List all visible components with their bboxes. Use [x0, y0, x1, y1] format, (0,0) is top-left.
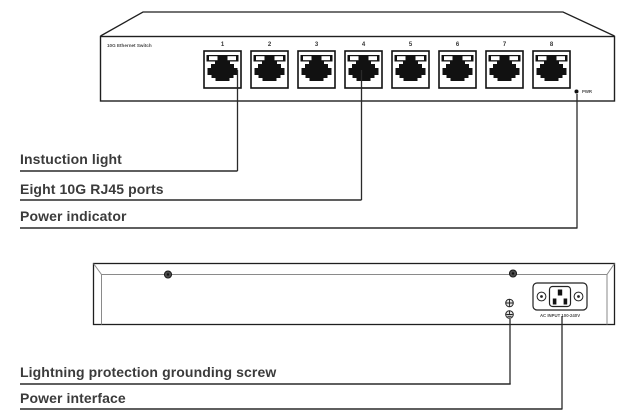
- port-number: 6: [455, 42, 460, 48]
- callout-rj45-ports: Eight 10G RJ45 ports: [20, 180, 164, 197]
- rj45-port: 4: [344, 41, 383, 89]
- callout-lines: [236, 70, 578, 409]
- grounding-screw-icon: [505, 298, 514, 319]
- rj45-port: 8: [532, 41, 571, 89]
- rj45-port: 1: [203, 41, 242, 89]
- rj45-port: 2: [250, 41, 289, 89]
- rj45-port: 7: [485, 41, 524, 89]
- port-number: 1: [220, 42, 225, 48]
- rj45-port-icon: [485, 50, 524, 89]
- rj45-port-icon: [532, 50, 571, 89]
- ac-input-label: AC INPUT 100-240V: [539, 312, 581, 318]
- power-inlet-icon: [532, 282, 588, 311]
- rj45-port-icon: [203, 50, 242, 89]
- callout-power-interface: Power interface: [20, 390, 126, 406]
- model-label: 10G Ethernet Switch: [107, 43, 152, 48]
- callout-power-indicator: Power indicator: [20, 207, 127, 224]
- rj45-port-icon: [391, 50, 430, 89]
- pwr-label: PWR: [582, 88, 593, 94]
- port-number: 7: [502, 42, 507, 48]
- rj45-port: 6: [438, 41, 477, 89]
- screw-icon: [508, 269, 518, 278]
- rj45-port-icon: [438, 50, 477, 89]
- rj45-port: 3: [297, 41, 336, 89]
- rj45-port-icon: [344, 50, 383, 89]
- callout-grounding-screw: Lightning protection grounding screw: [20, 363, 277, 380]
- rj45-port: 5: [391, 41, 430, 89]
- port-number: 8: [549, 42, 554, 48]
- rj45-port-icon: [297, 50, 336, 89]
- pwr-led: [574, 89, 579, 94]
- rj45-port-icon: [250, 50, 289, 89]
- port-number: 4: [361, 42, 366, 48]
- screw-icon: [163, 270, 173, 279]
- port-number: 2: [267, 42, 272, 48]
- port-number: 5: [408, 42, 413, 48]
- callout-instruction-light: Instuction light: [20, 151, 122, 167]
- port-number: 3: [314, 42, 319, 48]
